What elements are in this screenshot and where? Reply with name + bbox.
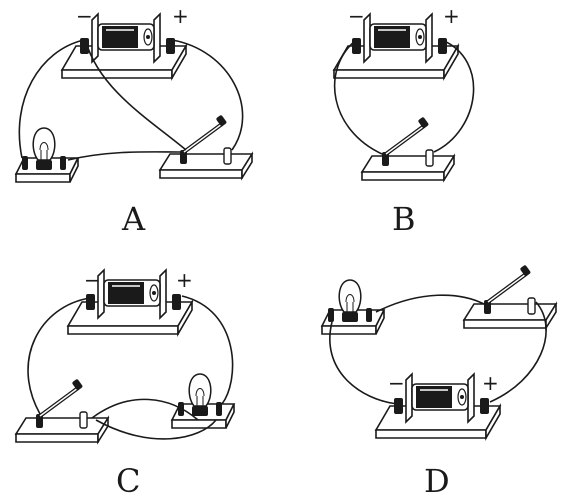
battery-minus-sign: −: [388, 371, 405, 395]
wire: [329, 321, 399, 405]
wire: [433, 39, 475, 153]
wire: [181, 295, 234, 405]
wire: [27, 297, 91, 415]
battery-plus-sign: +: [482, 371, 499, 395]
wire: [171, 39, 244, 151]
wire: [95, 419, 217, 440]
wire: [67, 151, 181, 161]
panel-label-d: D: [424, 462, 450, 500]
wire: [85, 41, 187, 151]
wire: [333, 39, 383, 155]
wire: [375, 294, 485, 313]
battery-minus-sign: −: [76, 4, 93, 28]
wire: [489, 301, 547, 403]
battery-minus-sign: −: [348, 4, 365, 28]
battery-plus-sign: +: [172, 4, 189, 28]
panel-c: − + C: [14, 268, 235, 500]
battery-plus-sign: +: [176, 268, 193, 292]
panel-label-a: A: [121, 200, 146, 238]
panel-b: − + B: [333, 4, 475, 238]
battery-minus-sign: −: [84, 268, 101, 292]
panel-d: − + D: [321, 262, 558, 500]
panel-label-c: C: [116, 462, 140, 500]
panel-label-b: B: [392, 200, 416, 238]
panel-a: − + A: [15, 4, 254, 238]
battery-plus-sign: +: [443, 4, 460, 28]
bulb-icon: [15, 127, 79, 183]
knife-switch-icon: [462, 262, 558, 330]
wire: [18, 39, 85, 159]
knife-switch-icon: [158, 112, 254, 180]
wire: [91, 398, 199, 421]
